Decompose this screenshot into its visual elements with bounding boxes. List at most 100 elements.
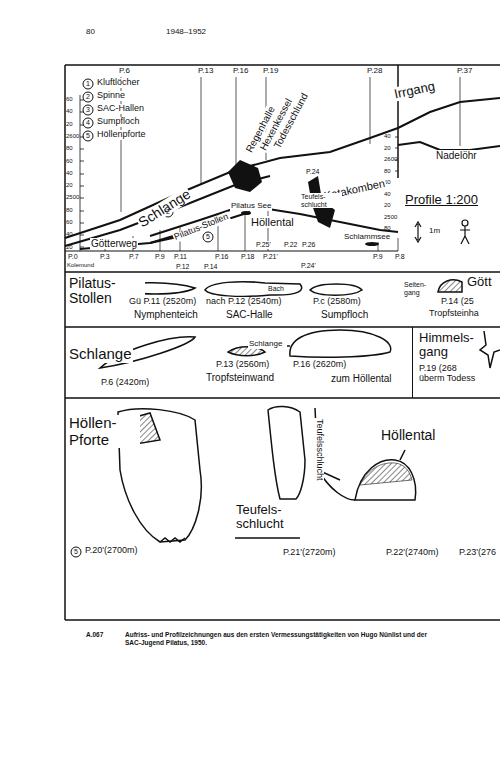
place-label: Höllental (250, 216, 295, 228)
place-label: Seiten- gang (403, 281, 437, 296)
place-label: Pilatus See (230, 202, 272, 211)
station-label: P.23'(276 (458, 548, 497, 558)
elevation-number: 40 (384, 191, 391, 198)
place-label: Spinne (96, 91, 126, 101)
station-label: P.14 (25 (440, 297, 475, 307)
panel-heading: Himmels- gang (419, 331, 481, 360)
elevation-number: 20 (66, 182, 73, 189)
station-label: P.9 (372, 253, 384, 261)
elevation-number: 2500 (66, 194, 79, 201)
station-label: P.7 (128, 253, 140, 261)
elevation-number: 80 (384, 225, 391, 232)
station-label: P.25' (255, 241, 272, 249)
place-label: SAC-Hallen (96, 104, 145, 114)
page-header: 1948–1952 (165, 28, 207, 37)
caption: Aufriss- und Profilzeichnungen aus den e… (125, 631, 435, 647)
station-label: P.22'(2740m) (385, 548, 440, 558)
place-label: Götterweg (90, 238, 138, 249)
elevation-number: 80 (66, 207, 73, 214)
callout-number: 1 (86, 80, 90, 88)
callout-number: 5 (206, 233, 210, 241)
elevation-number: 20 (384, 202, 391, 209)
station-label: P.8 (394, 253, 406, 261)
place-label: Tropfsteinwand (205, 372, 275, 383)
place-label: Bach (268, 285, 284, 293)
callout-number: 5 (86, 132, 90, 140)
station-label: P.13 (2560m) (215, 360, 270, 370)
panel-text: überm Todess (419, 374, 498, 384)
place-label: Teufels- schlucht (300, 193, 342, 208)
callout-number: 2 (86, 93, 90, 101)
station-label: P.22 (283, 241, 299, 249)
scale-box: Profile 1:200 1m (399, 179, 500, 272)
place-label: Nymphenteich (133, 309, 199, 320)
station-label: P.16 (232, 67, 249, 76)
place-label: Pilatus-Stollen (172, 212, 231, 243)
elevation-number: 20 (66, 244, 73, 251)
station-label: P.16 (214, 253, 230, 261)
elevation-number: 2600 (66, 133, 79, 140)
elevation-number: 20 (66, 121, 73, 128)
place-label: Schlange (248, 340, 283, 349)
station-label: P.18 (240, 253, 256, 261)
station-label: P.16 (2620m) (292, 360, 347, 370)
station-label: P.21'(2720m) (282, 548, 337, 558)
station-label: P.28 (366, 67, 383, 76)
frame (65, 65, 500, 620)
station-label: nach P.12 (2540m) (205, 297, 282, 307)
elevation-number: 2600 (384, 156, 397, 163)
place-label: Sumpfloch (96, 117, 141, 127)
station-lines (105, 77, 460, 251)
station-label: P.3 (99, 253, 111, 261)
station-label: P.6 (2420m) (100, 378, 150, 388)
station-label: P.21' (262, 253, 279, 261)
place-label: Teufelsschlucht (314, 418, 324, 482)
place-label: Tropfsteinha (428, 309, 480, 319)
place-label: SAC-Halle (225, 309, 274, 320)
station-label: P.c (2580m) (312, 297, 362, 307)
place-label: Teufels- schlucht (235, 503, 312, 532)
station-label: P.24' (300, 262, 317, 270)
place-label: Nadelöhr (435, 150, 478, 161)
callout-number: 5 (74, 548, 78, 556)
station-label: P.12 (175, 263, 191, 271)
callout-circles (71, 79, 213, 557)
station-label: P.26 (301, 241, 317, 249)
elevation-number: 80 (384, 168, 391, 175)
place-label: Kolemund (66, 262, 95, 269)
scale-figure (415, 220, 470, 244)
callout-number: 3 (86, 106, 90, 114)
place-label: Irrgang (392, 79, 437, 102)
station-label: P.24 (305, 168, 321, 176)
cross-sections (100, 280, 500, 542)
place-label: Kluftlöcher (96, 78, 141, 88)
place-label: Höllen- Pforte (68, 415, 140, 448)
elevation-number: 40 (384, 133, 391, 140)
place-label: Sumpfloch (320, 309, 369, 320)
station-label: P.0 (67, 253, 79, 261)
station-label: P.11 (173, 253, 188, 261)
place-label: Schlammsee (343, 233, 391, 242)
elevation-number: 40 (66, 231, 73, 238)
station-label: P.20'(2700m) (84, 546, 139, 556)
station-label: P.14 (203, 263, 219, 271)
figure-number: A.067 (85, 631, 104, 638)
elevation-number: 60 (66, 219, 73, 226)
station-label: Gü P.11 (2520m) (128, 297, 197, 307)
panel-text: 1m (429, 227, 496, 236)
elevation-number: 80 (66, 145, 73, 152)
station-label: P.13 (197, 67, 214, 76)
place-label: Höllental (380, 428, 436, 443)
station-label: P.19 (262, 67, 279, 76)
station-label: P.9 (154, 253, 166, 261)
station-label: P.37 (456, 67, 473, 76)
callout-number: 4 (86, 119, 90, 127)
elevation-number: 2500 (384, 214, 397, 221)
elevation-number: 60 (66, 96, 73, 103)
panel-heading: Profile 1:200 (405, 193, 496, 207)
station-label: P.6 (118, 67, 131, 76)
elevation-number: 40 (66, 108, 73, 115)
profile-panel: Himmels- gangP.19 (268überm Todess (412, 327, 500, 398)
elevation-number: 40 (66, 170, 73, 177)
elevation-number: 60 (66, 158, 73, 165)
